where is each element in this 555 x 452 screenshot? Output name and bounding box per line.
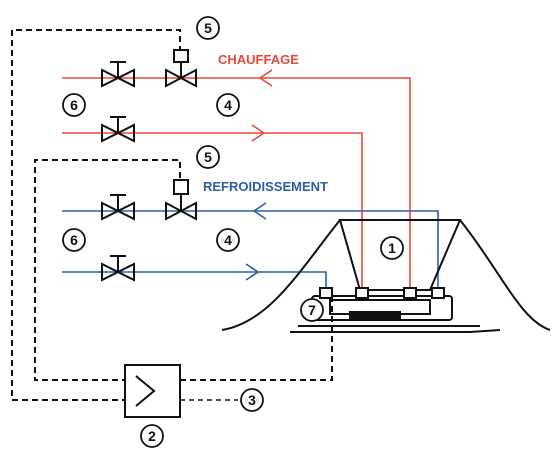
svg-text:4: 4 (224, 97, 232, 113)
callout-3: 3 (240, 388, 264, 412)
svg-text:7: 7 (308, 302, 316, 318)
unit-grille (290, 329, 501, 333)
manual-valve-icon (101, 194, 135, 221)
svg-text:4: 4 (224, 232, 232, 248)
callout-6b: 6 (62, 228, 86, 252)
heating-supply-arrow (251, 124, 266, 142)
callout-1: 1 (380, 236, 404, 260)
cooling-pipes (62, 202, 439, 292)
nozzle (355, 287, 369, 299)
svg-text:6: 6 (70, 97, 78, 113)
deflector-left (221, 219, 341, 331)
terminal-unit (221, 219, 551, 333)
nozzle (319, 287, 333, 299)
control-wire-heating (11, 29, 181, 401)
callout-4a: 4 (216, 93, 240, 117)
svg-text:5: 5 (204, 149, 212, 165)
heating-supply-pipe (62, 132, 363, 290)
control-wire-cooling (34, 159, 181, 381)
svg-text:1: 1 (388, 240, 396, 256)
manual-valve-icon (101, 116, 135, 143)
deflector-right (459, 219, 551, 331)
svg-text:3: 3 (248, 392, 256, 408)
callout-5a: 5 (196, 16, 220, 40)
coil-block (349, 311, 401, 321)
manual-valve-icon (101, 255, 135, 282)
callout-5b: 5 (196, 145, 220, 169)
motorized-valve-icon (165, 179, 197, 221)
cooling-supply-pipe (62, 271, 327, 292)
svg-text:5: 5 (204, 20, 212, 36)
cooling-return-arrow (252, 202, 267, 220)
callout-2: 2 (140, 424, 164, 448)
motorized-valve-icon (165, 49, 197, 88)
nozzle (431, 287, 445, 299)
cooling-supply-arrow (245, 263, 260, 281)
heating-label: CHAUFFAGE (218, 52, 299, 67)
manual-valve-icon (101, 61, 135, 88)
cooling-return-pipe (62, 210, 439, 292)
svg-text:6: 6 (70, 232, 78, 248)
callout-4b: 4 (216, 228, 240, 252)
nozzle (403, 287, 417, 299)
callout-7: 7 (300, 298, 324, 322)
cooling-label: REFROIDISSEMENT (203, 179, 328, 194)
svg-text:2: 2 (148, 428, 156, 444)
callout-6a: 6 (62, 93, 86, 117)
heating-return-arrow (258, 69, 273, 87)
controller (124, 364, 181, 418)
unit-housing (338, 219, 462, 291)
